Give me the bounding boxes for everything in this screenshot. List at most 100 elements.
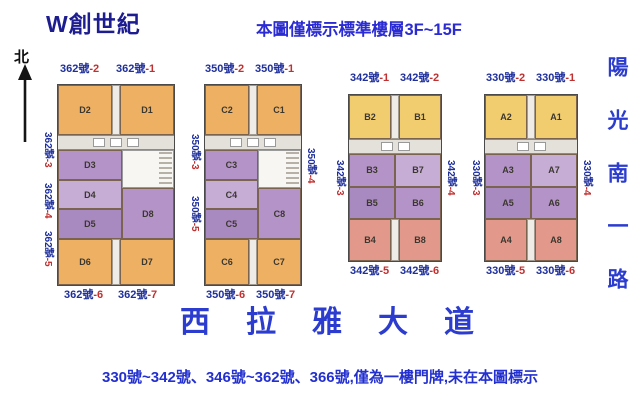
address-number: 342號 xyxy=(400,265,430,277)
elevator-core xyxy=(485,139,577,154)
open-area xyxy=(257,150,301,188)
address-number: 330號 xyxy=(470,160,481,187)
footnote: 330號~342號、346號~362號、366號,僅為一樓門牌,未在本圖標示 xyxy=(102,369,538,386)
address-suffix: -1 xyxy=(145,63,156,75)
address-number: 362號 xyxy=(42,183,53,210)
address-label: 330號-5 xyxy=(486,265,525,277)
unit-cell: A4 xyxy=(485,219,527,261)
address-number: 330號 xyxy=(536,265,566,277)
address-number: 342號 xyxy=(400,72,430,84)
address-number: 362號 xyxy=(60,63,90,75)
address-suffix: -6 xyxy=(565,265,576,277)
north-arrow-icon xyxy=(18,64,32,142)
unit-cell: A5 xyxy=(485,186,531,219)
address-number: 330號 xyxy=(536,72,566,84)
unit-cell: B7 xyxy=(395,154,441,187)
unit-cell: D5 xyxy=(58,209,122,240)
address-number: 350號 xyxy=(206,289,236,301)
address-label: 362號-1 xyxy=(116,63,155,75)
address-number: 330號 xyxy=(581,160,592,187)
core-shaft xyxy=(112,239,120,285)
address-number: 342號 xyxy=(334,160,345,187)
unit-cell: B8 xyxy=(399,219,441,261)
address-label: 342號-3 xyxy=(334,160,345,196)
address-suffix: -1 xyxy=(284,63,295,75)
core-shaft xyxy=(249,85,257,135)
address-number: 362號 xyxy=(118,289,148,301)
address-suffix: -2 xyxy=(89,63,100,75)
address-label: 330號-4 xyxy=(581,160,592,196)
core-shaft xyxy=(112,85,120,135)
address-label: 362號-5 xyxy=(42,231,53,267)
unit-cell: B1 xyxy=(399,95,441,139)
open-area xyxy=(121,150,174,188)
unit-cell: D3 xyxy=(58,150,122,180)
address-suffix: -5 xyxy=(379,265,390,277)
address-suffix: -3 xyxy=(470,186,481,196)
address-label: 330號-1 xyxy=(536,72,575,84)
address-suffix: -5 xyxy=(189,222,200,232)
address-number: 362號 xyxy=(64,289,94,301)
unit-cell: D2 xyxy=(58,85,112,135)
unit-cell: B6 xyxy=(395,186,441,219)
unit-cell: A1 xyxy=(535,95,577,139)
elevator-core xyxy=(349,139,441,154)
address-label: 342號-4 xyxy=(445,160,456,196)
address-label: 362號-2 xyxy=(60,63,99,75)
building-block-350: C2 C1 C3 C4 C5 C8 C6 C7 xyxy=(204,84,302,286)
address-label: 350號-3 xyxy=(189,134,200,170)
address-label: 350號-4 xyxy=(305,148,316,184)
unit-cell: A2 xyxy=(485,95,527,139)
unit-cell: D8 xyxy=(121,188,174,239)
address-suffix: -1 xyxy=(379,72,390,84)
address-suffix: -3 xyxy=(334,186,345,196)
address-number: 350號 xyxy=(189,196,200,223)
address-label: 350號-7 xyxy=(256,289,295,301)
unit-cell: D4 xyxy=(58,179,122,210)
address-suffix: -7 xyxy=(285,289,296,301)
unit-cell: D1 xyxy=(120,85,174,135)
address-number: 362號 xyxy=(42,132,53,159)
address-suffix: -6 xyxy=(429,265,440,277)
unit-cell: C6 xyxy=(205,239,249,285)
address-number: 350號 xyxy=(305,148,316,175)
address-suffix: -4 xyxy=(581,186,592,196)
unit-cell: C5 xyxy=(205,209,258,240)
address-suffix: -6 xyxy=(93,289,104,301)
address-label: 350號-5 xyxy=(189,196,200,232)
address-suffix: -3 xyxy=(42,158,53,168)
road-label-sunshine-south-1st: 陽光南一路 xyxy=(605,56,628,321)
unit-cell: B4 xyxy=(349,219,391,261)
address-suffix: -5 xyxy=(42,257,53,267)
core-shaft xyxy=(391,219,399,261)
address-suffix: -4 xyxy=(445,186,456,196)
unit-cell: A6 xyxy=(531,186,577,219)
address-label: 330號-2 xyxy=(486,72,525,84)
address-suffix: -1 xyxy=(565,72,576,84)
unit-cell: C4 xyxy=(205,179,258,210)
address-number: 330號 xyxy=(486,265,516,277)
address-label: 362號-4 xyxy=(42,183,53,219)
address-number: 350號 xyxy=(255,63,285,75)
address-suffix: -7 xyxy=(147,289,158,301)
subtitle-floor-range: 本圖僅標示標準樓層3F~15F xyxy=(256,21,462,39)
unit-cell: C1 xyxy=(257,85,301,135)
elevator-core xyxy=(58,135,174,150)
address-number: 350號 xyxy=(189,134,200,161)
building-block-362: D2 D1 D3 D4 D5 D8 D6 D7 xyxy=(57,84,175,286)
hatch-pattern xyxy=(286,152,299,186)
unit-cell: A3 xyxy=(485,154,531,187)
address-suffix: -4 xyxy=(305,174,316,184)
address-number: 330號 xyxy=(486,72,516,84)
hatch-pattern xyxy=(159,152,172,186)
address-number: 350號 xyxy=(256,289,286,301)
unit-cell: A8 xyxy=(535,219,577,261)
address-label: 330號-6 xyxy=(536,265,575,277)
address-number: 342號 xyxy=(350,72,380,84)
unit-cell: B2 xyxy=(349,95,391,139)
building-block-330: A2 A1 A3 A7 A5 A6 A4 A8 xyxy=(484,94,578,262)
north-label: 北 xyxy=(14,49,30,66)
address-suffix: -2 xyxy=(234,63,245,75)
address-number: 350號 xyxy=(205,63,235,75)
